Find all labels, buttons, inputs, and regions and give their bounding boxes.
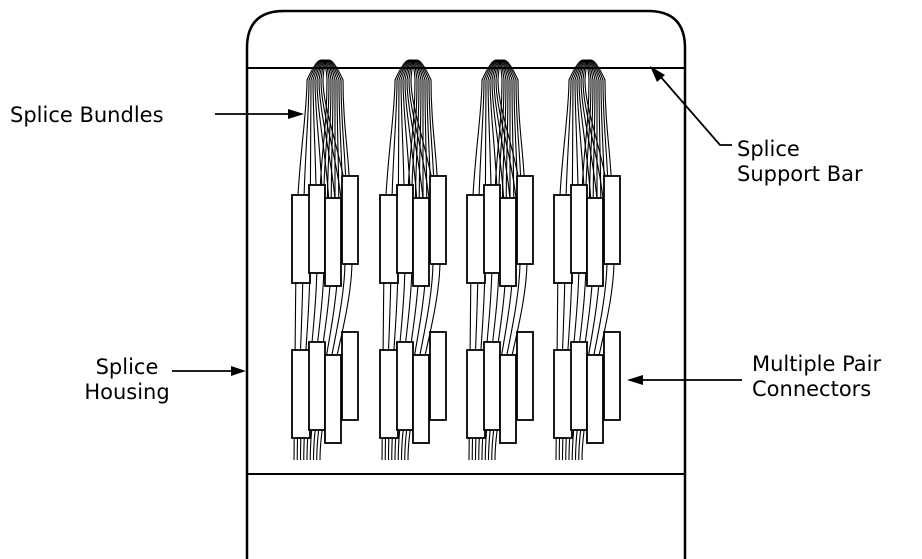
multiple-pair-connector [516, 175, 534, 265]
multiple-pair-connector [553, 349, 573, 439]
multiple-pair-connector [586, 197, 604, 287]
splice-wire [555, 59, 590, 461]
multiple-pair-connector [308, 184, 326, 274]
splice-wire [574, 59, 606, 461]
multiple-pair-connector [429, 175, 447, 265]
label-multiple-pair-connectors-line2: Connectors [752, 377, 872, 401]
leader-splice-housing [172, 366, 246, 376]
multiple-pair-connector [308, 341, 326, 431]
multiple-pair-connector [466, 349, 486, 439]
multiple-pair-connector [586, 354, 604, 444]
splice-wire [293, 59, 328, 461]
multiple-pair-connector [396, 184, 414, 274]
leader-splice-support-bar [650, 66, 732, 146]
splice-wire [578, 59, 609, 461]
splice-wire [404, 59, 435, 461]
label-splice-support-bar: Splice Support Bar [737, 137, 863, 187]
splice-wire [312, 59, 344, 461]
splice-bundle [291, 59, 359, 461]
leader-multiple-pair-connectors [627, 375, 742, 385]
splice-wire [400, 59, 432, 461]
splice-wire [494, 59, 528, 461]
multiple-pair-connector [483, 184, 501, 274]
splice-wire [316, 59, 347, 461]
label-splice-bundles: Splice Bundles [10, 103, 164, 127]
splice-wire [468, 59, 503, 461]
label-splice-housing-line2: Housing [84, 380, 170, 404]
splice-housing-outline [245, 9, 687, 559]
multiple-pair-connector [291, 194, 311, 284]
multiple-pair-connector [379, 194, 399, 284]
splice-bundle [553, 59, 621, 461]
splice-bundle [466, 59, 534, 461]
multiple-pair-connector [553, 194, 573, 284]
multiple-pair-connector [603, 175, 621, 265]
label-splice-support-bar-line2: Support Bar [737, 162, 863, 186]
multiple-pair-connector [483, 341, 501, 431]
multiple-pair-connector [499, 354, 517, 444]
splice-wire [581, 59, 615, 461]
multiple-pair-connector [341, 331, 359, 421]
label-multiple-pair-connectors: Multiple Pair Connectors [752, 352, 881, 402]
multiple-pair-connector [570, 184, 588, 274]
multiple-pair-connector [516, 331, 534, 421]
splice-wire [491, 59, 522, 461]
splice-wire [474, 59, 507, 461]
leader-splice-bundles [215, 109, 304, 119]
multiple-pair-connector [379, 349, 399, 439]
splice-wire [387, 59, 420, 461]
splice-wire [319, 59, 353, 461]
splice-wire [381, 59, 416, 461]
multiple-pair-connector [291, 349, 311, 439]
splice-bundles-group [291, 59, 621, 461]
multiple-pair-connector [324, 354, 342, 444]
multiple-pair-connector [499, 197, 517, 287]
splice-wire [561, 59, 594, 461]
splice-bundle [379, 59, 447, 461]
label-splice-housing-line1: Splice [95, 355, 159, 379]
splice-wire [407, 59, 441, 461]
multiple-pair-connector [603, 331, 621, 421]
multiple-pair-connector [341, 175, 359, 265]
label-splice-housing: Splice Housing [83, 355, 171, 405]
multiple-pair-connector [324, 197, 342, 287]
multiple-pair-connector [396, 341, 414, 431]
splice-wire [299, 59, 332, 461]
multiple-pair-connector [412, 197, 430, 287]
multiple-pair-connector [466, 194, 486, 284]
multiple-pair-connector [429, 331, 447, 421]
multiple-pair-connector [412, 354, 430, 444]
splice-wire [487, 59, 519, 461]
label-multiple-pair-connectors-line1: Multiple Pair [752, 352, 882, 376]
label-splice-support-bar-line1: Splice [737, 137, 800, 161]
multiple-pair-connector [570, 341, 588, 431]
